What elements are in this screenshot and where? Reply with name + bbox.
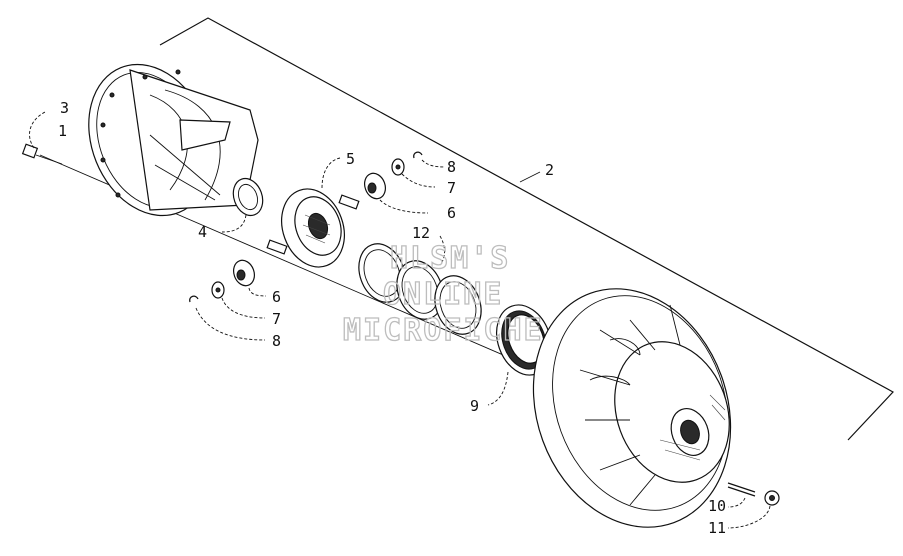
part-labels: 1 2 3 4 5 6 6 7 7 8 8 9 10 11 12 [58, 99, 726, 537]
label-10: 10 [708, 497, 726, 515]
ring-4 [232, 177, 264, 217]
bolt-10 [727, 482, 756, 497]
watermark: HLSM'S ONLINE MICROFICHE [342, 240, 544, 348]
label-1: 1 [58, 122, 67, 140]
drive-sheave [88, 63, 259, 217]
label-6-lower: 6 [272, 288, 281, 306]
nut-11 [764, 490, 780, 506]
label-5: 5 [346, 150, 355, 168]
screw-3 [21, 143, 63, 165]
clip-8-lower [189, 295, 199, 303]
label-8-upper: 8 [447, 158, 456, 176]
assembly-bracket [159, 17, 894, 441]
clip-8-upper [413, 151, 423, 159]
roller-6-upper [364, 172, 386, 200]
label-6-upper: 6 [447, 204, 456, 222]
label-12: 12 [412, 224, 430, 242]
spring-set-12 [358, 243, 482, 335]
label-3: 3 [60, 99, 69, 117]
label-11: 11 [708, 519, 726, 537]
label-8-lower: 8 [272, 332, 281, 350]
washer-7-upper [391, 158, 405, 176]
label-9: 9 [470, 397, 479, 415]
watermark-line-1: HLSM'S [390, 241, 510, 276]
spider-hub [266, 188, 360, 268]
label-4: 4 [198, 223, 207, 241]
driven-sheave [532, 288, 732, 528]
watermark-line-3: MICROFICHE [343, 313, 544, 348]
label-7-lower: 7 [272, 310, 281, 328]
watermark-line-2: ONLINE [383, 277, 503, 312]
roller-6-lower [233, 259, 255, 287]
washer-7-lower [211, 281, 225, 299]
label-2: 2 [545, 161, 554, 179]
label-7-upper: 7 [447, 179, 456, 197]
